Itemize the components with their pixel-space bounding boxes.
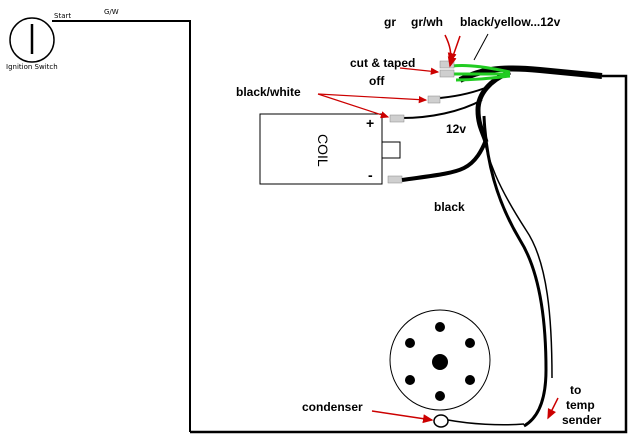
switch-start-label: Start: [54, 12, 71, 20]
black-white-arrow-1: [317, 93, 428, 104]
coil-label: COIL: [315, 134, 331, 167]
coil-minus-terminal: -: [368, 167, 373, 183]
switch-name-label: Ignition Switch: [6, 63, 58, 71]
black-white-wire: [439, 85, 491, 99]
wire-to-condenser: [482, 115, 548, 428]
label-temp: temp: [566, 398, 595, 412]
label-gr: gr: [384, 15, 396, 29]
black-white-connector: [427, 95, 441, 104]
frame-outline: [190, 74, 628, 434]
label-to: to: [570, 383, 581, 397]
grwh-arrow: [447, 35, 461, 68]
label-condenser: condenser: [302, 400, 363, 414]
condenser-arrow: [371, 410, 434, 424]
gr-arrow: [444, 34, 457, 64]
temp-sender-arrow: [547, 397, 559, 420]
label-black-white: black/white: [236, 85, 301, 99]
black-yellow-pointer: [473, 33, 489, 61]
black-white-arrow-2: [317, 93, 390, 119]
label-grwh: gr/wh: [411, 15, 443, 29]
gw-label: G/W: [104, 8, 119, 16]
harness-bend: [475, 69, 511, 143]
distributor: [389, 309, 491, 411]
taped-connector-2: [439, 69, 455, 78]
wire-to-temp-sender: [479, 119, 553, 379]
ignition-switch[interactable]: [9, 17, 55, 63]
coil-minus-wire: [401, 139, 488, 182]
ignition-coil: COIL + -: [259, 113, 401, 185]
label-12v: 12v: [446, 122, 466, 136]
green-wire-3: [455, 74, 511, 82]
gw-wire: [52, 20, 191, 432]
condenser-symbol: [433, 414, 449, 428]
label-black: black: [434, 200, 465, 214]
green-wire-1: [451, 64, 511, 74]
coil-plus-connector: [389, 114, 405, 123]
coil-plus-wire: [401, 99, 483, 119]
label-black-yellow: black/yellow...12v: [460, 15, 561, 29]
label-sender: sender: [562, 413, 602, 427]
condenser-lead: [447, 419, 525, 426]
cut-taped-arrow: [399, 67, 440, 75]
label-cut-taped: cut & taped: [350, 56, 415, 70]
label-cut-taped-off: off: [369, 74, 385, 88]
coil-minus-connector: [387, 175, 403, 184]
coil-plus-terminal: +: [366, 115, 374, 131]
